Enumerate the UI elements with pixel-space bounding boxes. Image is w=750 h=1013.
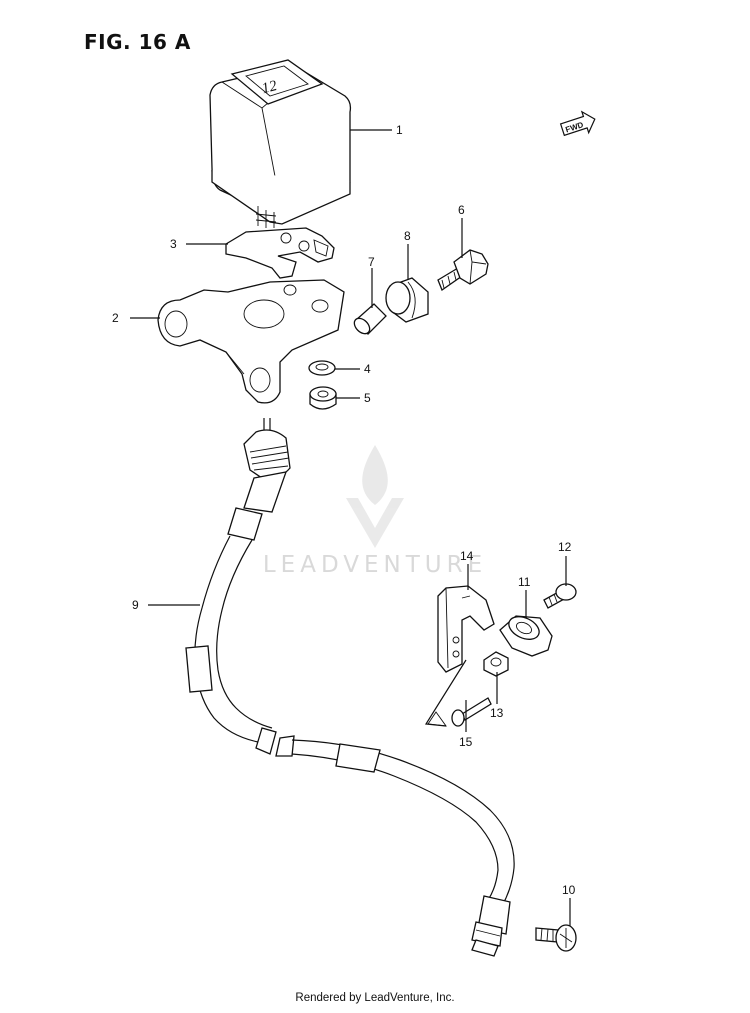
part-callout-2: 2 xyxy=(112,311,119,325)
part-10-screw xyxy=(535,924,577,952)
part-4-washer xyxy=(308,360,336,376)
part-5-nut xyxy=(309,386,337,410)
part-9-cable xyxy=(185,418,515,957)
leadventure-logo-icon xyxy=(346,445,404,548)
part-callout-14: 14 xyxy=(460,549,474,563)
leader-lines xyxy=(130,129,571,926)
leader-line-15-bracket xyxy=(424,659,467,727)
part-callout-6: 6 xyxy=(458,203,465,217)
part-3-bracket xyxy=(225,227,335,279)
part-12-screw xyxy=(543,583,577,609)
part-13-nut xyxy=(483,651,509,677)
part-callout-15: 15 xyxy=(459,735,473,749)
part-callout-1: 1 xyxy=(396,123,403,137)
part-callout-9: 9 xyxy=(132,598,139,612)
watermark-text: LEADVENTURE xyxy=(262,552,488,578)
footer-credit: Rendered by LeadVenture, Inc. xyxy=(295,992,455,1004)
part-1-relay: 12 xyxy=(209,59,352,228)
part-6-bolt xyxy=(437,249,489,292)
part-callout-10: 10 xyxy=(562,883,576,897)
part-2-mounting-plate xyxy=(157,279,345,404)
part-callout-4: 4 xyxy=(364,362,371,376)
part-callout-12: 12 xyxy=(558,540,572,554)
part-callout-5: 5 xyxy=(364,391,371,405)
fwd-arrow-icon: FWD xyxy=(559,110,596,137)
part-8-grommet xyxy=(385,277,429,323)
part-callout-13: 13 xyxy=(490,706,504,720)
part-callout-7: 7 xyxy=(368,255,375,269)
part-callout-8: 8 xyxy=(404,229,411,243)
part-14-clamp-bracket xyxy=(437,585,495,673)
part-callout-11: 11 xyxy=(518,575,531,589)
part-7-collar xyxy=(353,303,387,335)
relay-marking: 12 xyxy=(260,78,279,97)
figure-title: FIG. 16 A xyxy=(84,30,191,54)
part-callout-3: 3 xyxy=(170,237,177,251)
part-callouts: 1 2 3 4 5 6 7 8 9 10 11 12 13 14 15 xyxy=(112,123,576,897)
part-11-clamp xyxy=(499,615,553,657)
part-15-rivet xyxy=(427,697,492,727)
